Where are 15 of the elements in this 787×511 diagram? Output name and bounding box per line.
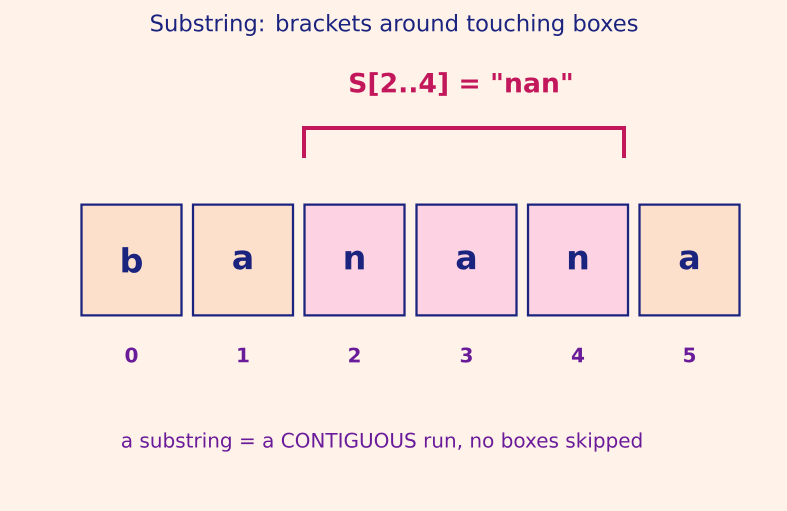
- index-number: 2: [349, 348, 360, 362]
- letter-box: a: [415, 204, 518, 316]
- index-number: 3: [460, 347, 472, 363]
- letter-box: a: [192, 204, 294, 316]
- index-number: 4: [572, 348, 584, 362]
- letter-box: n: [526, 204, 630, 316]
- letter-box: b: [80, 204, 183, 316]
- bracket-label: S[2..4] = "nan": [350, 72, 572, 96]
- index-number: 5: [684, 348, 696, 362]
- title: Substring: brackets around touching boxes: [151, 14, 638, 36]
- index-number: 0: [126, 347, 138, 363]
- letter-box: n: [303, 204, 406, 316]
- caption: a substring = a CONTIGUOUS run, no boxes skipped: [122, 432, 642, 452]
- letter-box: a: [638, 204, 741, 316]
- index-number: 1: [238, 348, 249, 362]
